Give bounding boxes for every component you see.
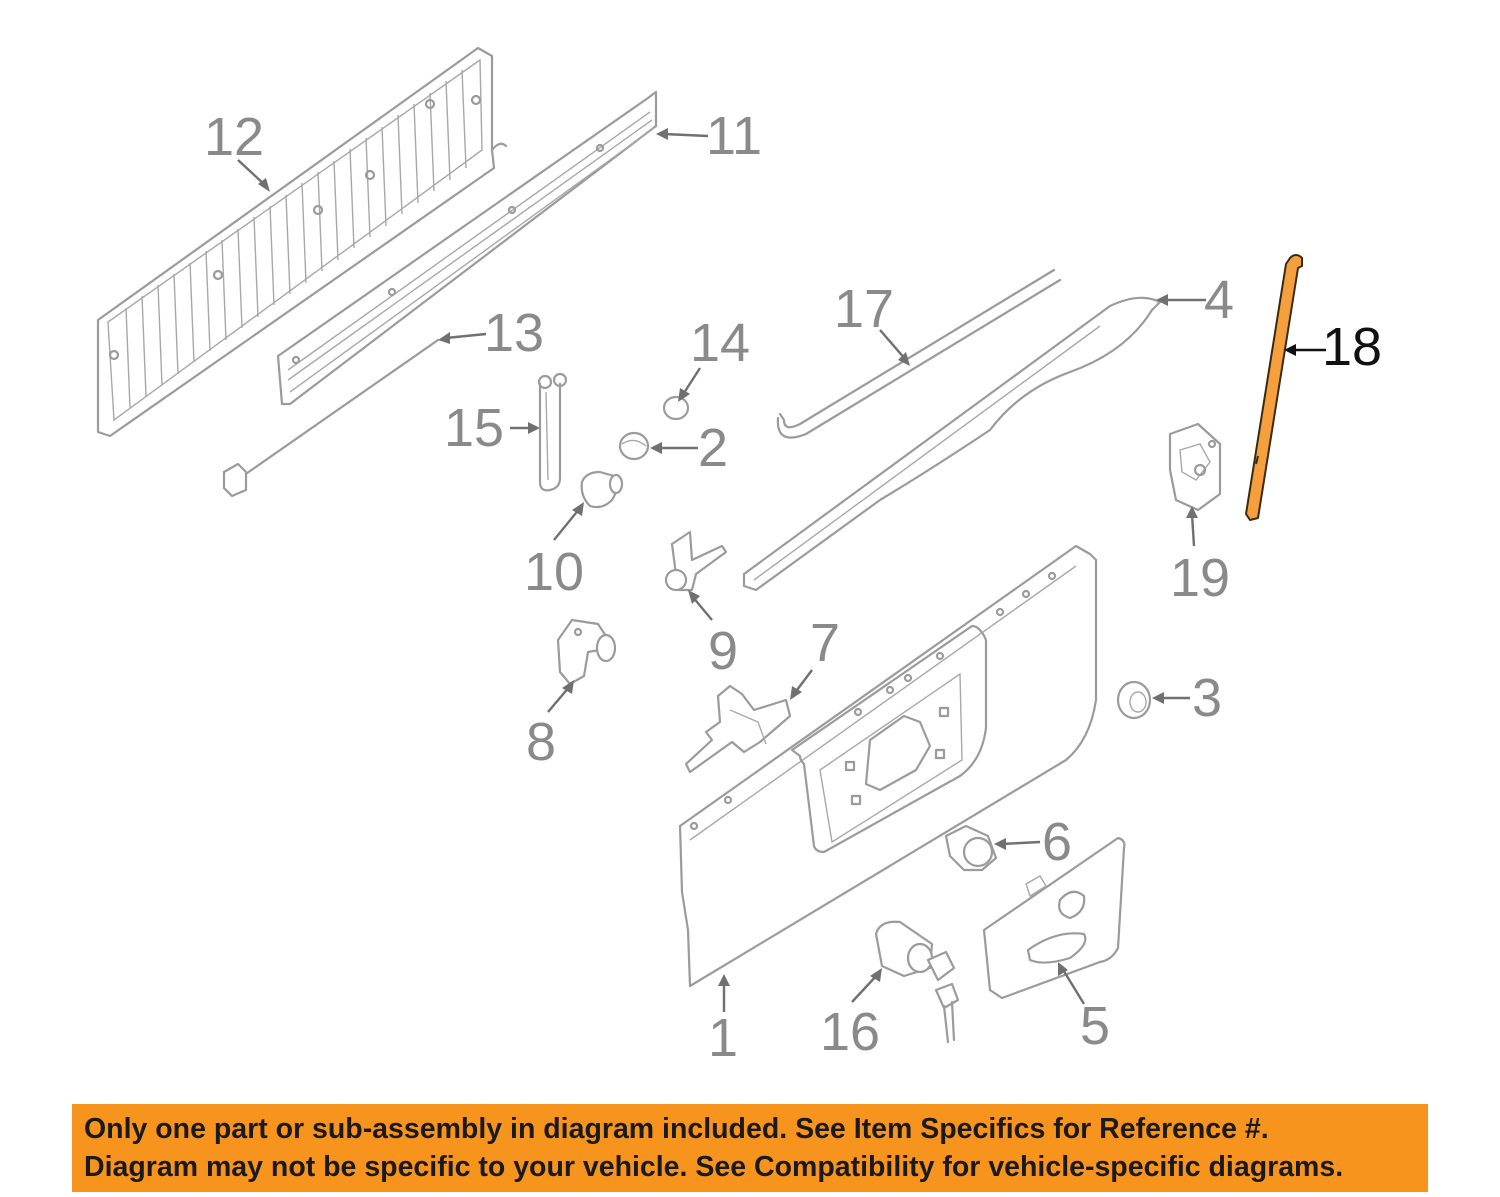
callout-3[interactable]: 3 — [1192, 668, 1222, 728]
part-3-grommet[interactable] — [1116, 680, 1152, 720]
part-14-washer[interactable] — [662, 395, 690, 421]
part-18-strut[interactable] — [1245, 254, 1303, 521]
callout-11[interactable]: 11 — [706, 106, 762, 166]
part-12-inner-panel[interactable] — [96, 46, 508, 438]
part-8-hinge[interactable] — [556, 618, 617, 686]
part-2-cap[interactable] — [618, 431, 650, 461]
callout-14[interactable]: 14 — [690, 313, 750, 373]
callout-labels: 12 11 13 14 15 2 10 17 4 18 19 9 7 8 3 6… — [204, 106, 1382, 1068]
callout-12[interactable]: 12 — [204, 107, 264, 167]
part-13-cable[interactable] — [222, 338, 440, 498]
part-9-bracket[interactable] — [664, 530, 728, 592]
parts-diagram: 12 11 13 14 15 2 10 17 4 18 19 9 7 8 3 6… — [96, 46, 1382, 1068]
callout-16[interactable]: 16 — [820, 1002, 880, 1062]
callout-6[interactable]: 6 — [1042, 812, 1072, 872]
callout-10[interactable]: 10 — [524, 542, 584, 602]
callout-19[interactable]: 19 — [1170, 548, 1230, 608]
disclaimer-line-2: Diagram may not be specific to your vehi… — [84, 1151, 1344, 1183]
callout-13[interactable]: 13 — [484, 303, 544, 363]
leader-lines — [237, 128, 1326, 1012]
callout-9[interactable]: 9 — [708, 621, 738, 681]
disclaimer-line-1: Only one part or sub-assembly in diagram… — [84, 1113, 1269, 1145]
part-15-rod[interactable] — [537, 372, 568, 492]
callout-18[interactable]: 18 — [1322, 317, 1382, 377]
callout-1[interactable]: 1 — [708, 1008, 738, 1068]
callout-8[interactable]: 8 — [526, 712, 556, 772]
part-5-handle-bezel[interactable] — [982, 836, 1126, 1000]
part-10-bushing[interactable] — [580, 470, 624, 509]
part-19-striker[interactable] — [1168, 422, 1222, 512]
callout-7[interactable]: 7 — [810, 613, 840, 673]
part-17-weatherstrip[interactable] — [776, 268, 1062, 439]
part-6-bumper[interactable] — [944, 824, 998, 872]
disclaimer-banner: Only one part or sub-assembly in diagram… — [72, 1104, 1428, 1192]
part-7-latch[interactable] — [684, 684, 792, 774]
callout-15[interactable]: 15 — [444, 398, 504, 458]
part-11-trim-strip[interactable] — [276, 90, 658, 406]
callout-17[interactable]: 17 — [834, 279, 894, 339]
part-4-top-cap[interactable] — [742, 296, 1162, 592]
callout-2[interactable]: 2 — [698, 418, 728, 478]
part-1-tailgate-shell[interactable] — [678, 544, 1098, 988]
callout-5[interactable]: 5 — [1080, 996, 1110, 1056]
callout-4[interactable]: 4 — [1204, 270, 1234, 330]
part-16-lock-cylinder[interactable] — [874, 920, 960, 1044]
